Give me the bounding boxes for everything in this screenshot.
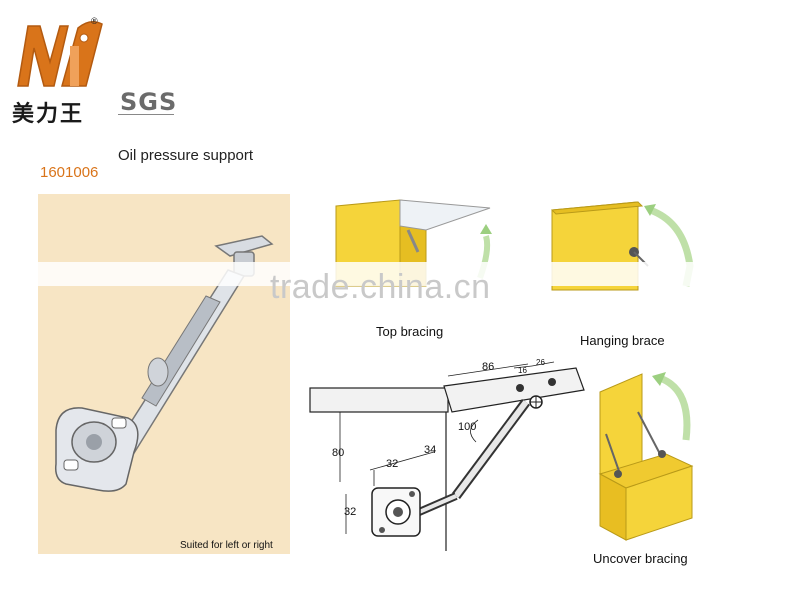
brand-name: 美力王 — [12, 102, 85, 127]
label-uncover-bracing: Uncover bracing — [593, 551, 688, 566]
dim-26: 26 — [536, 358, 545, 367]
dim-16: 16 — [518, 366, 527, 375]
watermark-band — [0, 262, 800, 286]
product-photo — [54, 235, 274, 492]
label-top-bracing: Top bracing — [376, 324, 444, 339]
dim-32-vertical: 32 — [344, 506, 357, 518]
dim-34: 34 — [424, 444, 437, 456]
registered-mark: ® — [91, 16, 98, 26]
brand-logo — [17, 21, 103, 87]
label-hanging-brace: Hanging brace — [580, 333, 665, 348]
model-number: 1601006 — [40, 164, 99, 181]
dim-86: 86 — [482, 361, 495, 373]
product-title: Oil pressure support — [118, 147, 254, 164]
dim-32-horizontal: 32 — [386, 458, 399, 470]
sgs-cert: SGS — [120, 88, 178, 116]
technical-drawing — [309, 361, 585, 551]
dim-100: 100 — [458, 421, 477, 433]
watermark: trade.china.cn — [270, 268, 491, 306]
uncover-bracing-illustration — [598, 372, 694, 541]
dim-80: 80 — [332, 447, 345, 459]
photo-caption: Suited for left or right — [180, 540, 273, 551]
sgs-underline — [118, 114, 174, 115]
